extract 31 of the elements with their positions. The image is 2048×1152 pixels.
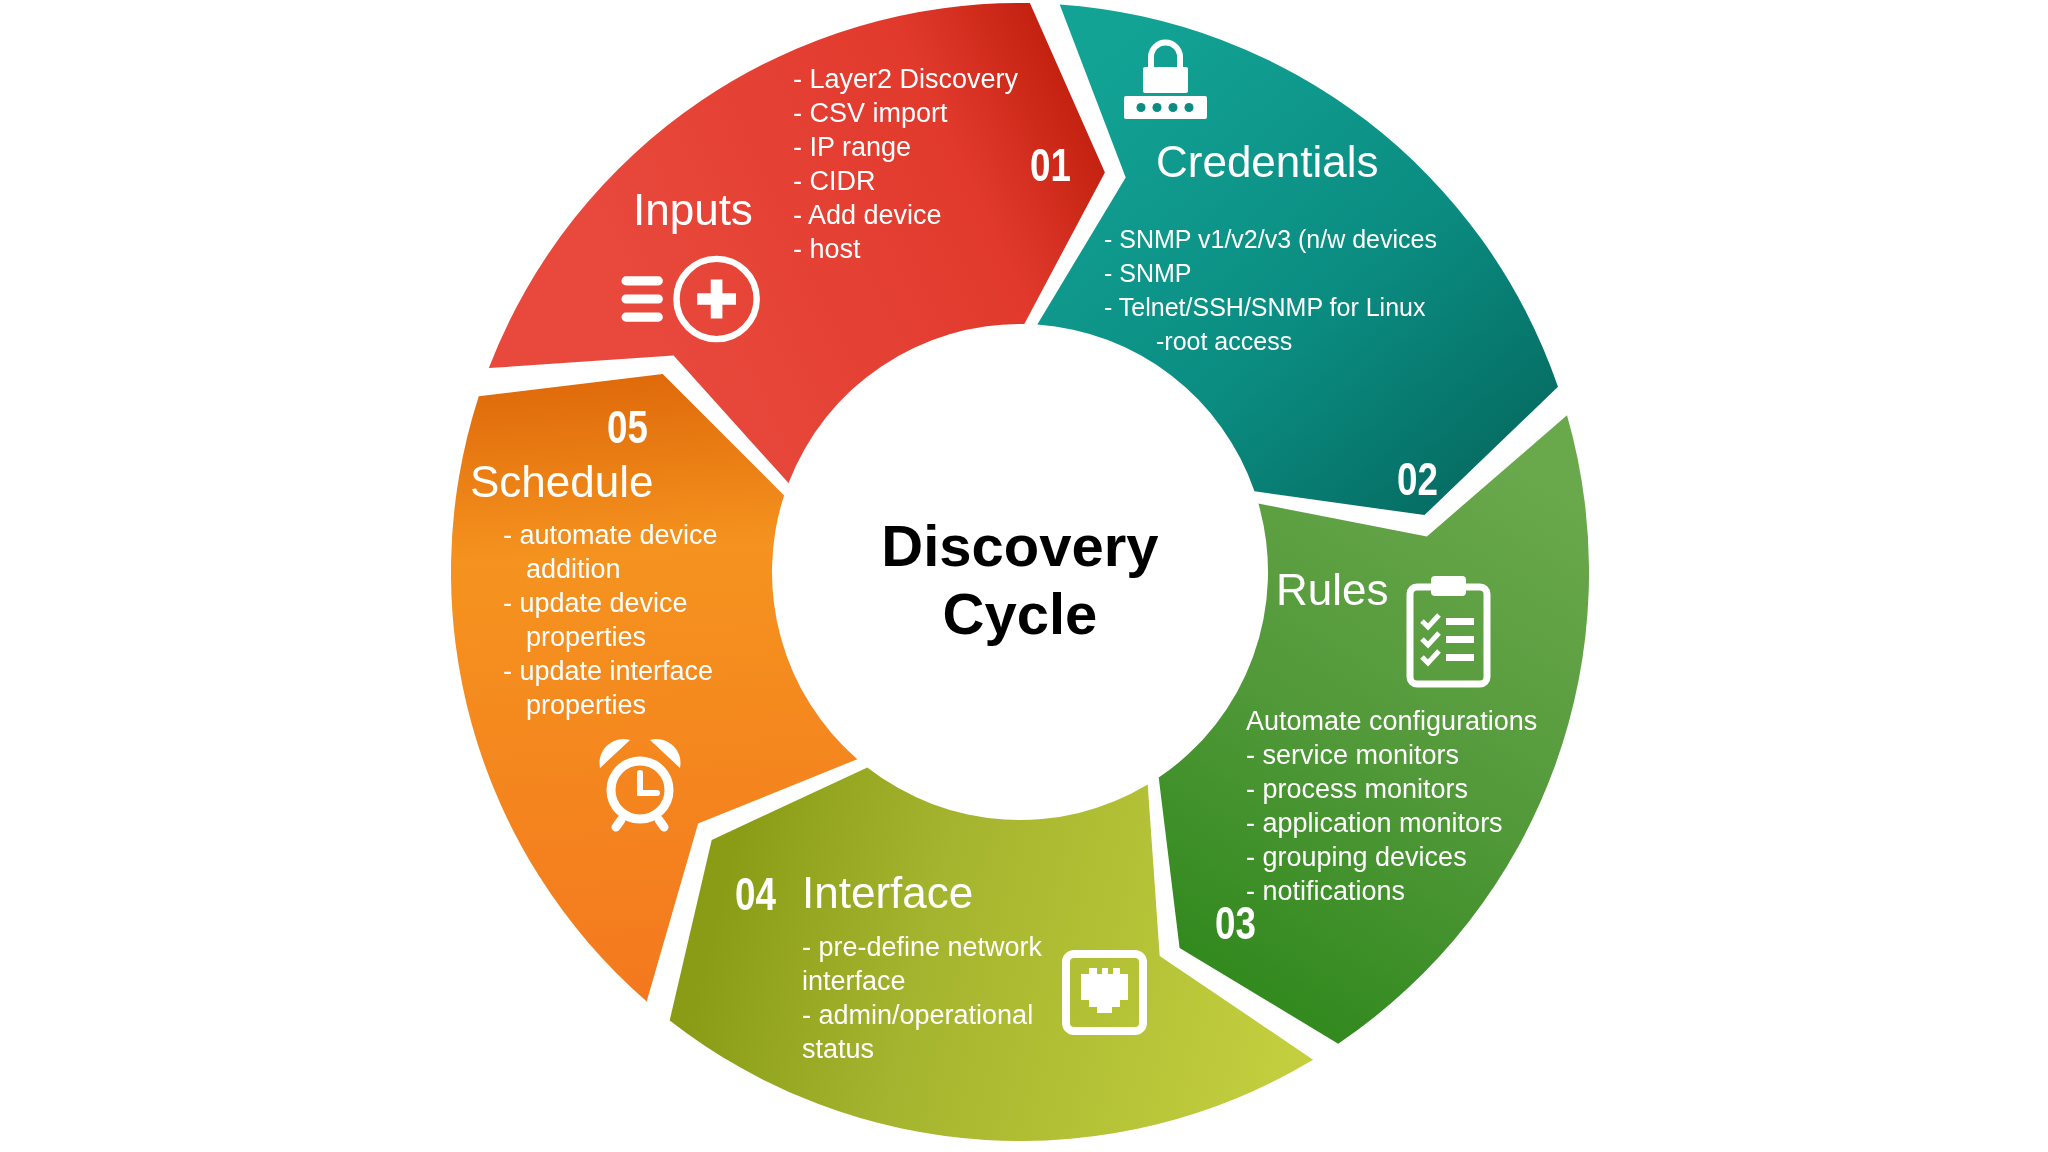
step-number: 01 (1030, 142, 1071, 188)
list-item: - SNMP (1104, 258, 1192, 289)
list-item: - update interface properties (503, 655, 715, 722)
list-item: - host (793, 233, 861, 266)
list-item: - automate device addition (503, 519, 719, 586)
segment-title: Interface (802, 871, 974, 915)
list-item: -root access (1156, 326, 1293, 357)
list-item: - update device properties (503, 587, 689, 654)
segment-title: Rules (1276, 568, 1389, 612)
list-item: - IP range (793, 131, 912, 164)
list-item: - Layer2 Discovery (793, 63, 1019, 96)
list-item: - Add device (793, 199, 942, 232)
list-item: - grouping devices (1246, 841, 1467, 874)
list-item: - service monitors (1246, 739, 1460, 772)
list-item: - SNMP v1/v2/v3 (n/w devices (1104, 224, 1437, 255)
list-item: - admin/operational status (802, 999, 1035, 1066)
cycle-center-title: Discovery Cycle (874, 512, 1166, 648)
list-item: - pre-define network interface (802, 931, 1044, 998)
segment-title: Schedule (470, 460, 654, 504)
step-number: 02 (1397, 456, 1438, 502)
list-item: Automate configurations (1246, 705, 1538, 738)
list-item: - process monitors (1246, 773, 1469, 806)
list-item: - CSV import (793, 97, 948, 130)
segment-title: Inputs (633, 188, 753, 232)
segment-title: Credentials (1156, 140, 1379, 184)
step-number: 05 (607, 404, 648, 450)
arrow-segment (1158, 415, 1589, 1044)
list-item: - application monitors (1246, 807, 1503, 840)
list-item: - Telnet/SSH/SNMP for Linux (1104, 292, 1426, 323)
list-item: - CIDR (793, 165, 876, 198)
step-number: 04 (735, 871, 776, 917)
